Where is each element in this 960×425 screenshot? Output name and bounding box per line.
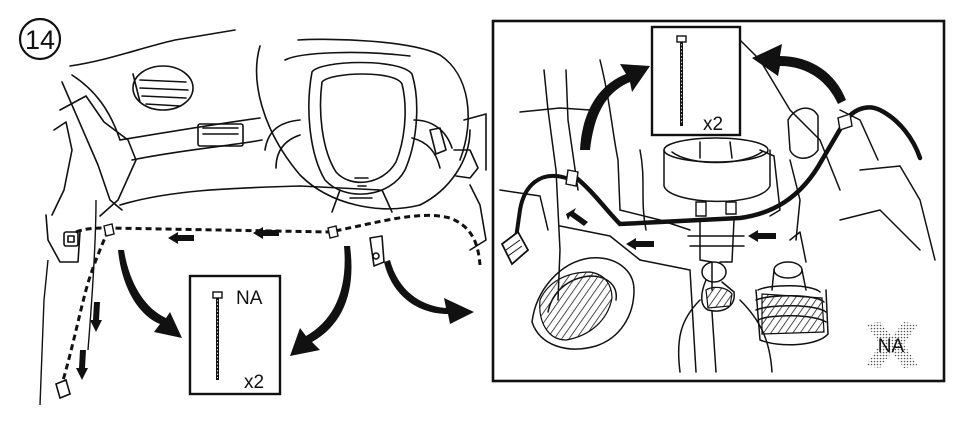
- arrow-up-left-icon: [566, 208, 588, 226]
- route-direction-arrows: [76, 227, 279, 380]
- arrow-left-icon: [168, 232, 194, 244]
- step-number: 14: [25, 25, 55, 55]
- curved-arrow-icon: [118, 250, 182, 338]
- step-badge: 14: [18, 17, 62, 61]
- detail-illustration: [499, 39, 936, 373]
- na-badge: NA: [866, 322, 918, 368]
- detail-shading: [539, 271, 825, 341]
- callout-quantity: x2: [703, 114, 723, 135]
- callout-quantity: x2: [244, 372, 264, 393]
- cable-tie-callout-right: x2: [650, 25, 742, 137]
- curved-arrow-icon: [384, 260, 474, 324]
- cable-tie-callout-left: NA x2: [188, 274, 282, 396]
- callout-note: NA: [236, 288, 263, 309]
- dashboard-illustration: [45, 29, 487, 267]
- harness-route: [60, 213, 482, 385]
- arrow-down-icon: [90, 302, 102, 332]
- pointer-arrows: [118, 246, 474, 356]
- curved-arrow-icon: [290, 246, 352, 356]
- cable-tie-icon: [676, 35, 687, 126]
- arrow-left-icon: [253, 227, 279, 239]
- harness-clips: [103, 223, 339, 239]
- cable-tie-icon: [212, 291, 223, 380]
- detail-pointer-arrows: [580, 44, 846, 150]
- arrow-down-icon: [76, 350, 88, 380]
- detail-harness: [514, 105, 923, 240]
- detail-direction-arrows: [566, 208, 776, 250]
- detail-harness-connector: [500, 230, 530, 266]
- detail-harness-clips: [565, 113, 853, 217]
- curved-arrow-icon: [580, 64, 650, 150]
- curved-arrow-icon: [752, 44, 846, 104]
- na-label: NA: [878, 336, 905, 357]
- harness-end-connector: [55, 378, 71, 400]
- arrow-left-icon: [626, 238, 654, 250]
- arrow-left-icon: [748, 230, 776, 242]
- kick-panel: [39, 199, 97, 406]
